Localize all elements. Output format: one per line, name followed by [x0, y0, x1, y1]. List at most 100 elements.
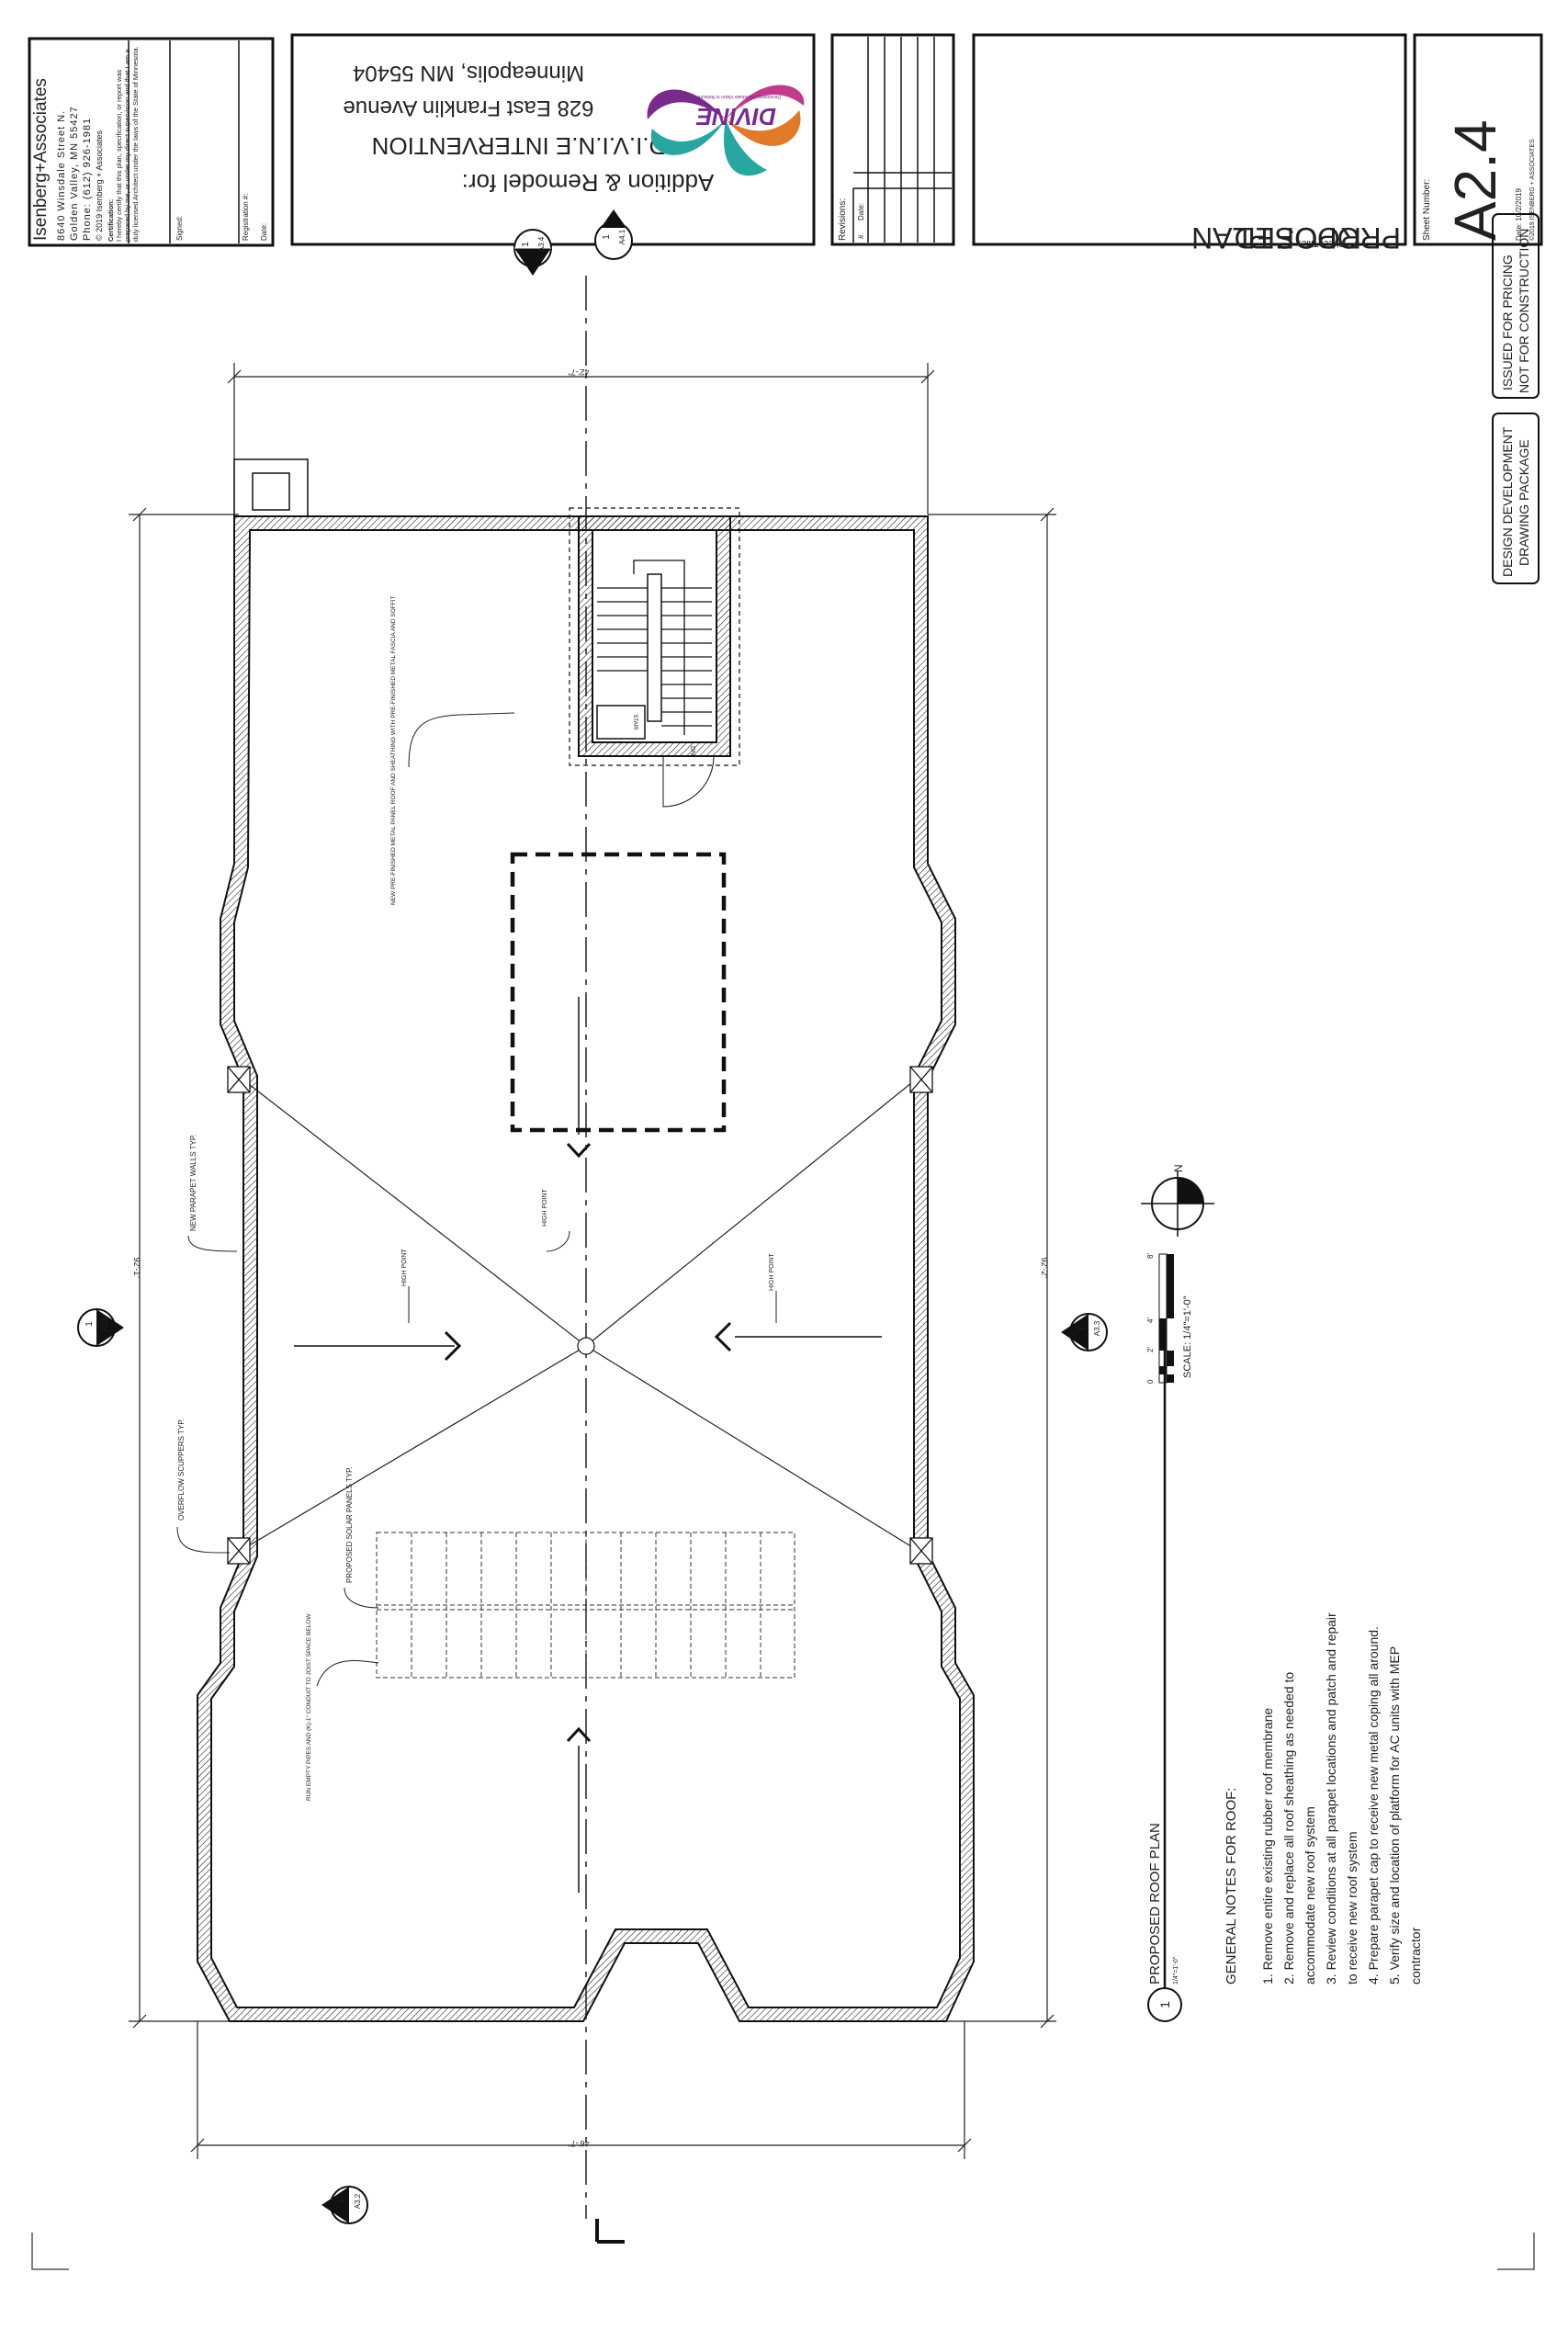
note-2b: accommodate new roof system [1303, 1806, 1317, 1984]
sheet-title-label: Sheet Title: [1299, 238, 1345, 248]
note-5a: 5. Verify size and location of platform … [1387, 1646, 1402, 1984]
high-point-3: HIGH POINT [769, 1252, 775, 1291]
note-scuppers: OVERFLOW SCUPPERS TYP. [177, 1419, 186, 1521]
date-label: Date: [260, 223, 268, 241]
pricing-stamp-line1: ISSUED FOR PRICING [1500, 254, 1515, 390]
section-marker-a3-4[interactable]: 1 A3.4 [513, 229, 552, 276]
sheet-title-line2: ROOF PLAN [1191, 221, 1361, 254]
sheet-title-line1: PROPOSED [1235, 221, 1401, 254]
section-marker-a3-1[interactable]: 1 A3.1 [77, 1308, 124, 1347]
plan-title: 1 PROPOSED ROOF PLAN 1/4"=1'-0" [1147, 1323, 1182, 2022]
certification-label: Certification: [107, 198, 115, 242]
note-2a: 2. Remove and replace all roof sheathing… [1281, 1672, 1296, 1984]
firm-name: Isenberg+Associates [31, 78, 51, 241]
general-notes: GENERAL NOTES FOR ROOF: 1. Remove entire… [1224, 1612, 1423, 1984]
logo-wordmark: DIVINE [696, 103, 776, 130]
firm-phone: Phone: (612) 926-1981 [82, 118, 93, 241]
design-development-stamp: DESIGN DEVELOPMENT DRAWING PACKAGE [1492, 413, 1540, 584]
note-1: 1. Remove entire existing rubber roof me… [1260, 1708, 1275, 1984]
note-3a: 3. Review conditions at all parapet loca… [1324, 1612, 1338, 1984]
note-3b: to receive new roof system [1345, 1831, 1359, 1984]
section-marker-a3-2[interactable]: 1 A3.2 [321, 2186, 368, 2224]
revisions-col-date: Date: [857, 203, 865, 220]
divine-logo: DIVINE Developing Individuals Vision In … [647, 85, 805, 176]
note-5b: contractor [1408, 1927, 1423, 1984]
marker-a3-3-sheet: A3.3 [1093, 1320, 1101, 1336]
drain-point [577, 1337, 595, 1355]
scale-label: SCALE: 1/4"=1'-0" [1182, 1295, 1193, 1378]
annotations: NEW PRE-FINISHED METAL PANEL ROOF AND SH… [176, 596, 777, 1801]
sheet-copyright: ©2019 ISENBERG + ASSOCIATES [1529, 139, 1536, 241]
firm-address-2: Golden Valley, MN 55427 [69, 106, 80, 241]
project-box [290, 33, 816, 246]
crop-marks [31, 2233, 1535, 2270]
north-arrow: N [1141, 1164, 1214, 1237]
marker-a3-1-sheet: A3.1 [101, 1316, 109, 1331]
dim-right-text: 92'-2" [1040, 1258, 1049, 1279]
project-title-line1: Addition & Remodel for: [462, 169, 715, 197]
title-block: Isenberg+Associates 8640 Winsdale Street… [28, 33, 1543, 254]
project-address-2: Minneapolis, MN 55404 [353, 61, 584, 85]
dimension-bottom: 46'-7" [190, 2021, 972, 2159]
marker-a3-4-num: 1 [521, 242, 531, 247]
plan-title-number: 1 [1157, 2001, 1172, 2008]
project-title-line2: D.I.V.I.N.E INTERVENTION [372, 132, 667, 160]
marker-a3-2-sheet: A3.2 [354, 2193, 362, 2209]
marker-a4-1-sheet: A4.1 [618, 229, 626, 244]
scale-tick-0: 0 [1146, 1379, 1155, 1384]
firm-box [28, 37, 275, 247]
dd-stamp-line1: DESIGN DEVELOPMENT [1500, 426, 1515, 577]
high-point-2: HIGH POINT [542, 1188, 548, 1227]
dim-bottom-text: 46'-7" [569, 2139, 590, 2148]
note-4: 4. Prepare parapet cap to receive new me… [1366, 1626, 1381, 1984]
certification-text: I hereby certify that this plan, specifi… [115, 46, 140, 242]
firm-address-1: 8640 Winsdale Street N. [56, 110, 67, 241]
dimension-left: 92'-1" [129, 507, 239, 2029]
scale-bar: 0 2' 4' 8' SCALE: 1/4"=1'-0" [1146, 1253, 1193, 1384]
marker-a3-3-num: 1 [1077, 1326, 1087, 1331]
note-metal-roof: NEW PRE-FINISHED METAL PANEL ROOF AND SH… [390, 596, 397, 905]
dim-left-text: 92'-1" [132, 1258, 141, 1279]
revisions-col-number: # [857, 234, 865, 239]
section-marker-a4-1[interactable]: 1 A4.1 [594, 209, 633, 260]
logo-tagline: Developing Individuals Vision In Network… [675, 94, 781, 99]
dd-stamp-line2: DRAWING PACKAGE [1517, 439, 1531, 566]
section-marker-a3-3[interactable]: 1 A3.3 [1061, 1313, 1108, 1351]
revisions-box [830, 33, 955, 246]
note-parapet: NEW PARAPET WALLS TYP. [189, 1135, 197, 1231]
overflow-scuppers [227, 1066, 933, 1565]
scale-tick-4: 4' [1146, 1317, 1155, 1323]
scale-tick-8: 8' [1146, 1253, 1155, 1259]
pricing-stamp: ISSUED FOR PRICING NOT FOR CONSTRUCTION [1492, 213, 1540, 399]
stair-label: STAIR [632, 714, 637, 730]
signed-label: Signed: [175, 216, 184, 241]
sheet-number: A2.4 [1442, 119, 1508, 241]
firm-copyright: © 2019 Isenberg + Associates [95, 130, 104, 241]
marker-a3-2-num: 1 [337, 2199, 347, 2204]
dimension-right: 92'-2" [928, 507, 1056, 2029]
note-solar: PROPOSED SOLAR PANELS TYP. [345, 1466, 354, 1583]
sheet-title-box [972, 33, 1407, 246]
marker-a3-1-num: 1 [85, 1321, 95, 1327]
dim-top-text: 42'-7" [569, 368, 590, 377]
sheet-number-label: Sheet Number: [1422, 179, 1432, 241]
dimension-top: 42'-7" [227, 363, 935, 514]
registration-label: Registration #: [242, 193, 250, 241]
project-address-1: 628 East Franklin Avenue [343, 96, 593, 120]
sheet-number-box [1413, 33, 1543, 246]
plan-title-text: PROPOSED ROOF PLAN [1147, 1823, 1163, 1984]
pricing-stamp-line2: NOT FOR CONSTRUCTION [1517, 229, 1531, 393]
stair-dn: DN [689, 746, 695, 755]
plan-title-scale: 1/4"=1'-0" [1173, 1956, 1179, 1984]
note-conduit-1: RUN EMPTY PIPES AND (K)-1" CONDUIT TO JO… [306, 1613, 312, 1801]
revisions-label: Revisions: [838, 198, 848, 241]
notes-heading: GENERAL NOTES FOR ROOF: [1224, 1788, 1239, 1984]
stair-penthouse: STAIR DN [569, 507, 740, 808]
slope-lines [236, 1074, 922, 1554]
north-label: N [1172, 1164, 1185, 1172]
solar-panels [376, 1532, 795, 1679]
flow-arrows [294, 1321, 882, 1893]
marker-a3-4-sheet: A3.4 [537, 236, 546, 252]
marker-a4-1-num: 1 [602, 234, 612, 240]
